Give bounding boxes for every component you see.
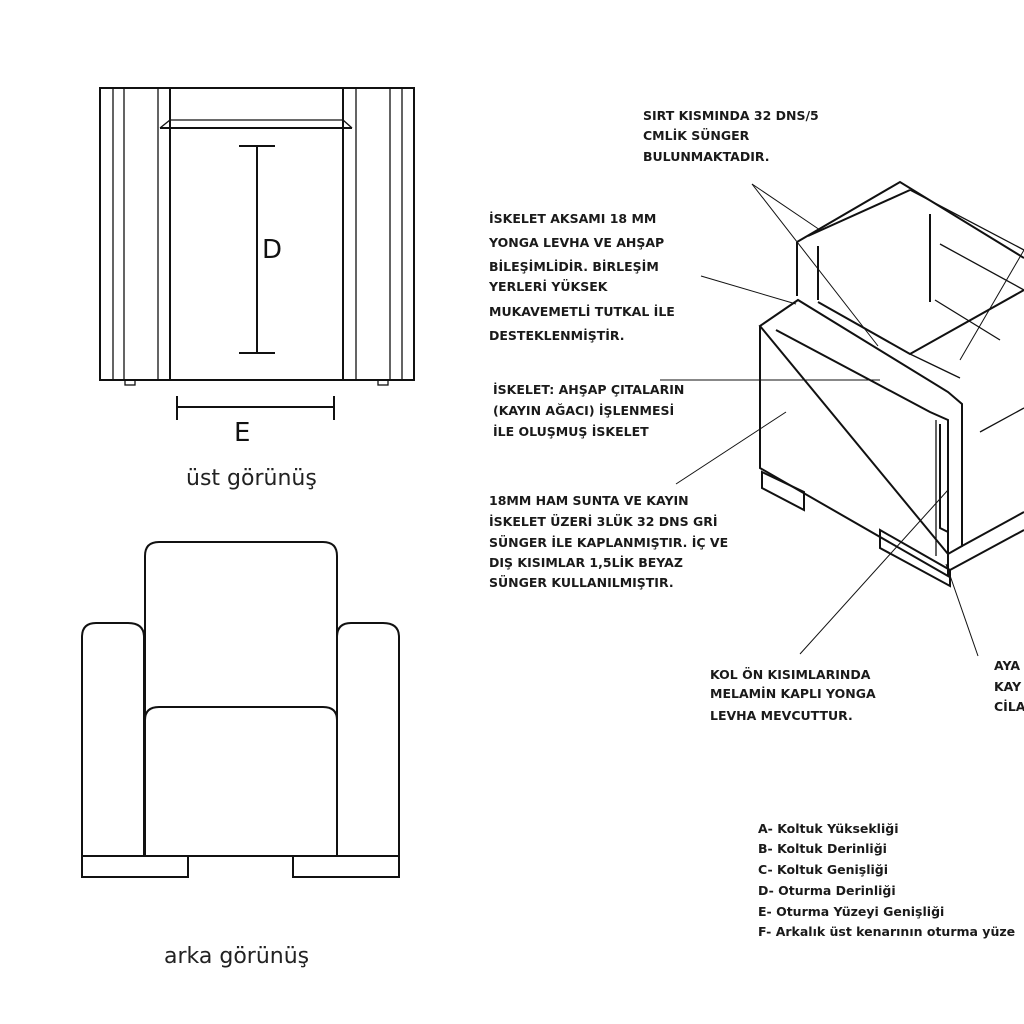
seat-cushion-outline bbox=[144, 706, 338, 856]
legend-item: A- Koltuk Yüksekliği bbox=[758, 821, 898, 836]
annotation-line: İSKELET AKSAMI 18 MM bbox=[489, 211, 656, 226]
dimension-legend: A- Koltuk Yüksekliği B- Koltuk Derinliği… bbox=[758, 821, 1015, 939]
annotation-line: YONGA LEVHA VE AHŞAP bbox=[488, 235, 664, 250]
annotation-line: BULUNMAKTADIR. bbox=[643, 149, 769, 164]
annotation-line: SIRT KISMINDA 32 DNS/5 bbox=[643, 108, 819, 123]
depth-dimension-label: D bbox=[262, 235, 282, 265]
annotation-line: DIŞ KISIMLAR 1,5LİK BEYAZ bbox=[489, 555, 683, 570]
base-and-feet bbox=[81, 855, 400, 878]
legend-item: C- Koltuk Genişliği bbox=[758, 862, 888, 877]
annotation-line: MELAMİN KAPLI YONGA bbox=[710, 686, 876, 701]
annotation-line: İSKELET ÜZERİ 3LÜK 32 DNS GRİ bbox=[489, 514, 718, 529]
legend-item: E- Oturma Yüzeyi Genişliği bbox=[758, 904, 944, 919]
annotation-line: AYA bbox=[994, 658, 1020, 673]
annotation-line: KAY bbox=[994, 679, 1022, 694]
left-arm-outline bbox=[81, 622, 145, 856]
annotation-line: İLE OLUŞMUŞ İSKELET bbox=[493, 424, 649, 439]
annotation-line: SÜNGER KULLANILMIŞTIR. bbox=[489, 575, 674, 590]
annotation-legs: AYA KAY CİLA bbox=[994, 658, 1024, 714]
annotation-line: (KAYIN AĞACI) İŞLENMESİ bbox=[493, 403, 674, 418]
annotation-line: DESTEKLENMİŞTİR. bbox=[489, 328, 625, 343]
width-dimension-label: E bbox=[234, 418, 250, 448]
annotation-line: BİLEŞİMLİDİR. BİRLEŞİM bbox=[489, 259, 659, 274]
top-view-drawing: D E üst görünüş bbox=[99, 87, 415, 491]
annotation-sponge: SIRT KISMINDA 32 DNS/5 CMLİK SÜNGER BULU… bbox=[643, 108, 819, 164]
annotation-line: SÜNGER İLE KAPLANMIŞTIR. İÇ VE bbox=[489, 535, 728, 550]
right-arm-outline bbox=[336, 622, 400, 856]
annotation-line: CMLİK SÜNGER bbox=[643, 128, 750, 143]
annotation-line: CİLA bbox=[994, 699, 1024, 714]
annotation-skeleton: İSKELET: AHŞAP ÇITALARIN (KAYIN AĞACI) İ… bbox=[493, 382, 684, 439]
annotation-line: YERLERİ YÜKSEK bbox=[488, 279, 609, 294]
backrest-outline bbox=[144, 541, 338, 856]
legend-item: B- Koltuk Derinliği bbox=[758, 841, 887, 856]
annotation-arm-front: KOL ÖN KISIMLARINDA MELAMİN KAPLI YONGA … bbox=[710, 667, 876, 723]
annotation-line: MUKAVEMETLİ TUTKAL İLE bbox=[489, 304, 675, 319]
annotation-line: LEVHA MEVCUTTUR. bbox=[710, 708, 853, 723]
annotation-chipboard: 18MM HAM SUNTA VE KAYIN İSKELET ÜZERİ 3L… bbox=[489, 493, 728, 590]
annotation-line: İSKELET: AHŞAP ÇITALARIN bbox=[493, 382, 684, 397]
top-view-caption: üst görünüş bbox=[186, 466, 317, 491]
annotation-line: KOL ÖN KISIMLARINDA bbox=[710, 667, 871, 682]
annotation-frame: İSKELET AKSAMI 18 MM YONGA LEVHA VE AHŞA… bbox=[488, 211, 675, 343]
back-view-drawing: arka görünüş bbox=[81, 541, 400, 969]
legend-item: D- Oturma Derinliği bbox=[758, 883, 896, 898]
back-view-caption: arka görünüş bbox=[164, 944, 309, 969]
annotation-line: 18MM HAM SUNTA VE KAYIN bbox=[489, 493, 689, 508]
isometric-armchair-drawing bbox=[660, 180, 1024, 657]
legend-item: F- Arkalık üst kenarının oturma yüze bbox=[758, 924, 1015, 939]
